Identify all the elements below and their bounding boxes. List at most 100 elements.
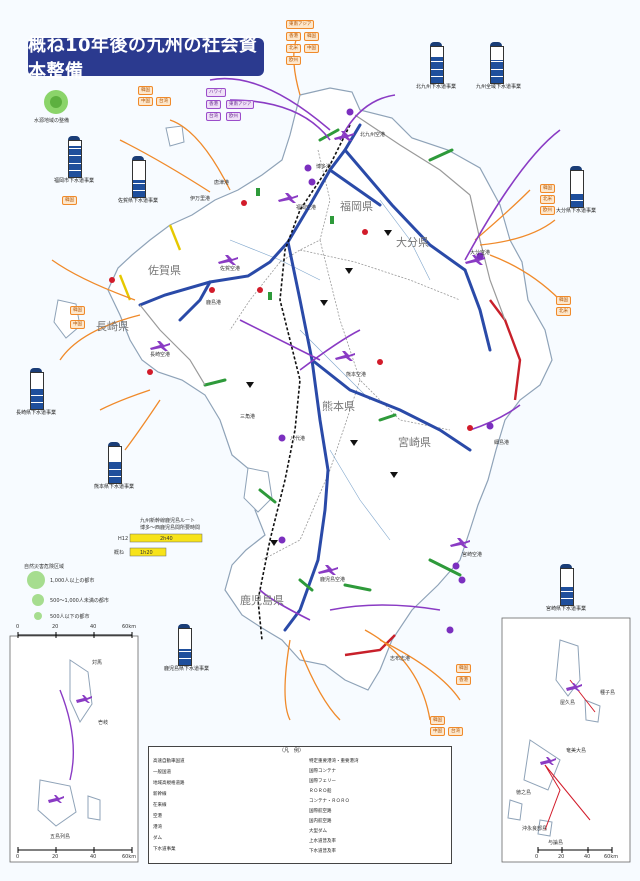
gauge-band [31, 387, 43, 389]
emphasis-markers [109, 200, 473, 431]
port-label: 八代港 [290, 436, 306, 442]
shinkansen-note-title: 九州新幹線鹿児島ルート [140, 518, 196, 524]
gauge-label: 北九州下水道事業 [416, 84, 457, 90]
inset-nagasaki-islands [9, 635, 139, 863]
legend-row-label: 大型ダム [309, 829, 327, 834]
gauge-band [133, 189, 145, 191]
shinkansen-h20-label: 概ね [114, 550, 125, 556]
gauge-cap [570, 166, 582, 170]
port-label: 三角港 [240, 414, 256, 420]
overseas-destination-tag: 香港 [456, 676, 471, 685]
gauge-band [431, 75, 443, 77]
port-label: 博多港 [316, 164, 332, 170]
sewerage-gauge [178, 628, 192, 666]
scale-tick-label: 40 [90, 624, 97, 630]
gauge-band [69, 169, 81, 171]
island-label: 壱岐 [98, 720, 109, 726]
airport-label: 佐賀空港 [220, 266, 241, 272]
island-label: 屋久島 [560, 700, 576, 706]
overseas-destination-tag: 韓国 [556, 296, 571, 305]
inset-right-scale-bar [537, 847, 613, 853]
gauge-band [69, 148, 81, 150]
gauge-band [571, 192, 583, 194]
gauge-label: 九州全域下水道事業 [476, 84, 522, 90]
shinkansen-h12-label: H12 [118, 536, 129, 542]
gauge-band [133, 168, 145, 170]
gauge-band [109, 468, 121, 470]
sewerage-gauge [30, 372, 44, 410]
airplane-icon [334, 131, 354, 141]
airplane-icon [218, 255, 238, 265]
gauge-cap [430, 42, 442, 46]
airplane-icon [318, 565, 338, 575]
airplane-icon [465, 255, 485, 265]
scale-tick-label: 60km [122, 624, 137, 630]
gauge-label: 大分県下水道事業 [556, 208, 597, 214]
prefecture-label: 長崎県 [96, 320, 129, 333]
shinkansen-note-subtitle: 博多～西鹿児島間所要時間 [140, 525, 201, 531]
legend-row-label: ＲＯＲＯ船 [309, 789, 332, 794]
inset-airports [48, 683, 582, 803]
inset-scale-tick-label: 60km [604, 854, 619, 860]
overseas-destination-tag: 東南アジア [286, 20, 315, 29]
legend-row-label: ダム [153, 836, 162, 841]
legend-row-label: 国内航空路 [309, 819, 332, 824]
gauge-band [561, 576, 573, 578]
port-label: 志布志港 [390, 656, 411, 662]
airplane-icon [335, 351, 355, 361]
overseas-destination-tag: 欧州 [540, 206, 555, 215]
water-source-circle [44, 90, 68, 114]
legend-row-label: 国際フェリー [309, 779, 336, 784]
legend-row-label: 在来線 [153, 803, 167, 808]
gauge-label: 福岡市下水道事業 [54, 178, 95, 184]
gauge-band [109, 475, 121, 477]
gauge-band [491, 54, 503, 56]
gauge-band [179, 643, 191, 645]
amakusa-island [243, 467, 273, 513]
shinkansen-h12-value: 2h40 [160, 536, 173, 542]
prefecture-label: 福岡県 [340, 200, 373, 213]
national-road-upgrade [344, 299, 522, 657]
island-label: 対馬 [92, 660, 103, 666]
airport-label: 鹿児島空港 [320, 577, 346, 583]
water-tank-markers [256, 188, 334, 300]
airplane-icon [278, 193, 298, 203]
gauge-label: 佐賀県下水道事業 [118, 198, 159, 204]
gauge-band [431, 61, 443, 63]
inset-southern-islands [501, 617, 631, 863]
overseas-destination-tag: 中国 [304, 44, 319, 53]
legend-row-label: 高速自動車国道 [153, 759, 185, 764]
airplane-icon [450, 538, 470, 548]
legend-row-label: 特定重要港湾・重要港湾 [309, 759, 359, 764]
overseas-destination-tag: 北米 [286, 44, 301, 53]
gauge-band [31, 380, 43, 382]
prefecture-borders [229, 149, 461, 561]
overseas-destination-tag: 韓国 [62, 196, 77, 205]
disaster-area-note: 自然災害危険区域 [24, 564, 65, 570]
legend-row-label: 上水道普及率 [309, 839, 336, 844]
gauge-fill [179, 648, 191, 665]
airport-label: 熊本空港 [346, 372, 367, 378]
gauge-cap [490, 42, 502, 46]
overseas-destination-tag: 北米 [556, 307, 571, 316]
sewerage-gauge [108, 446, 122, 484]
gauge-band [561, 597, 573, 599]
overseas-destination-tag: 韓国 [70, 306, 85, 315]
port-label: 伊万里港 [190, 196, 211, 202]
legend-row-label: 港湾 [153, 825, 162, 830]
gauge-fill [31, 389, 43, 409]
port-label: 唐津港 [214, 180, 230, 186]
overseas-destination-tag: 韓国 [430, 716, 445, 725]
legend-row-label: 下水道普及率 [309, 849, 336, 854]
dam-markers [246, 230, 398, 546]
flood-legend-item: 500人以下の都市 [50, 614, 90, 620]
legend-row-label: 下水道事業 [153, 847, 176, 852]
sewerage-gauge [490, 46, 504, 84]
airplane-icon [48, 795, 64, 803]
gauge-band [31, 401, 43, 403]
gauge-band [179, 650, 191, 652]
gauge-band [431, 54, 443, 56]
international-routes-orange [51, 39, 561, 721]
gauge-cap [178, 624, 190, 628]
